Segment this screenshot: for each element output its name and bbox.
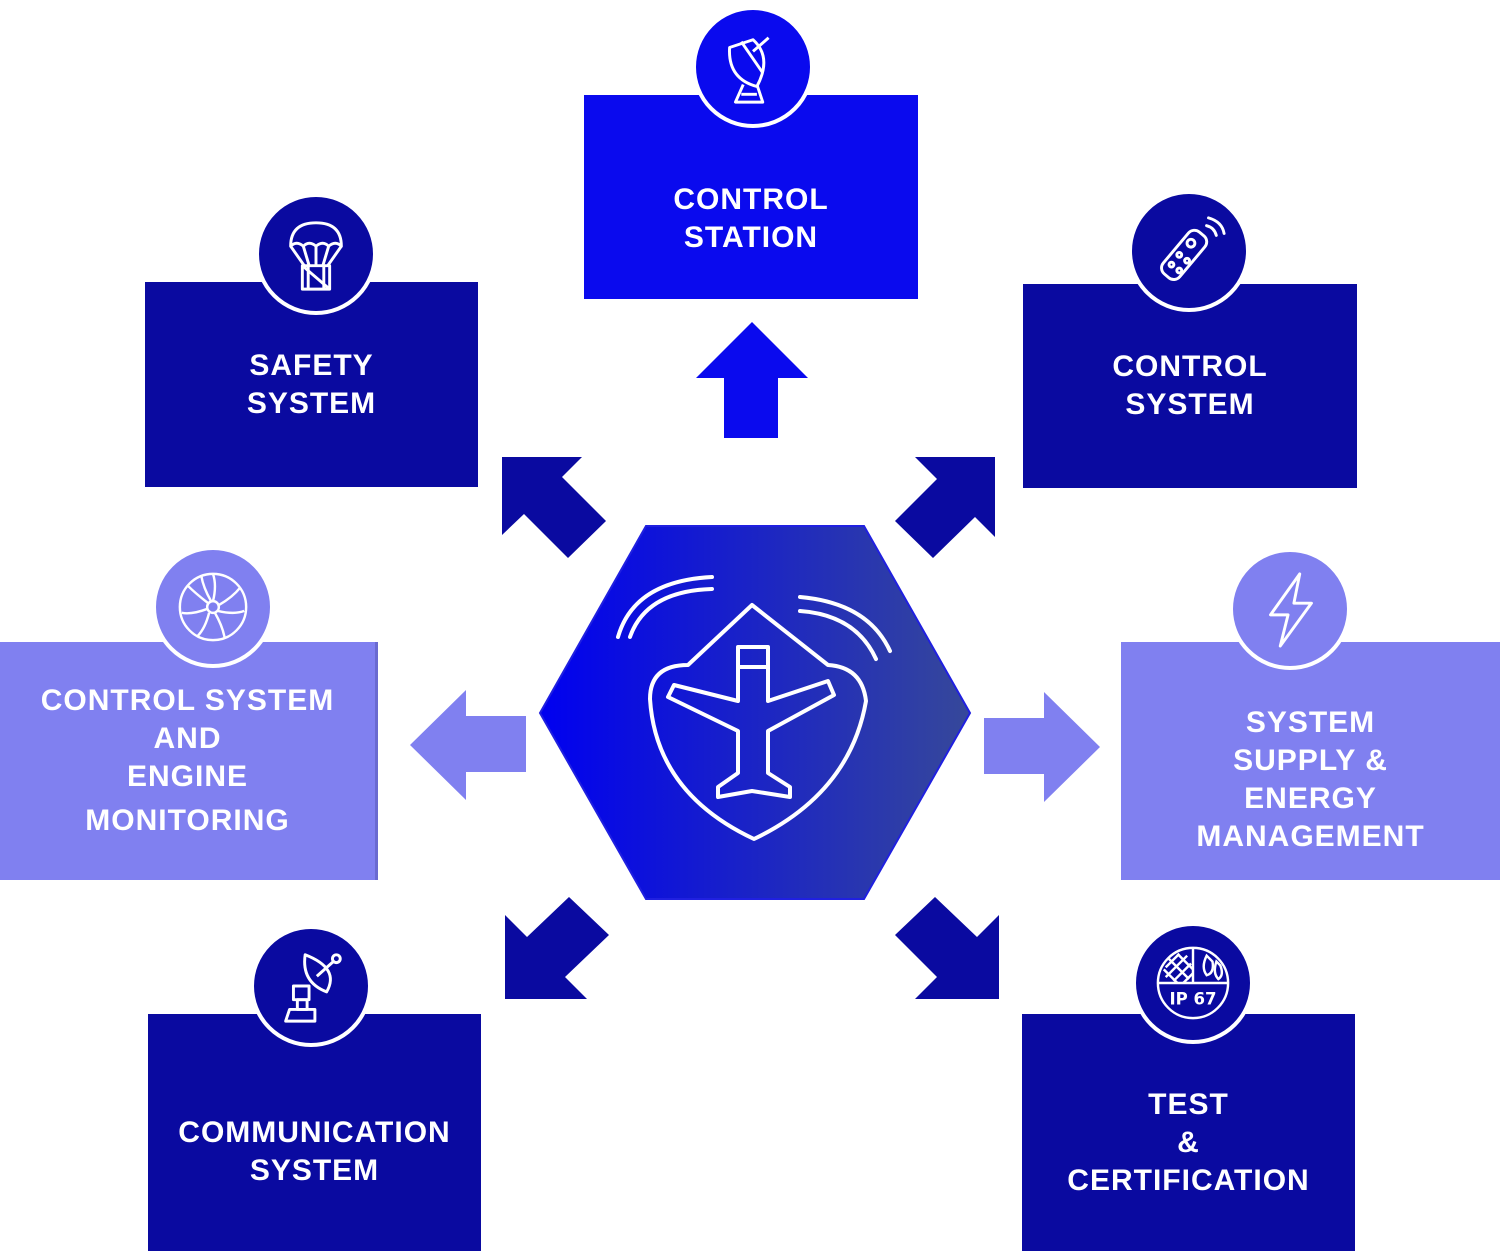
energy-management-line-1: SYSTEM — [1245, 706, 1376, 739]
hub-hexagon — [538, 525, 972, 900]
remote-control-icon — [1160, 216, 1226, 281]
lightning-bolt-icon — [1269, 572, 1313, 648]
energy-management-line-2: SUPPLY & — [1233, 744, 1388, 777]
safety-system-line-1: SAFETY — [249, 348, 374, 382]
arrow-up — [696, 322, 808, 438]
arrow-down-left — [505, 897, 609, 999]
energy-management-line-4: MANAGEMENT — [1196, 820, 1425, 853]
control-system-badge — [1128, 190, 1250, 312]
communication-system-line-2: SYSTEM — [249, 1153, 380, 1187]
test-certification-line-3: CERTIFICATION — [1067, 1163, 1310, 1197]
control-system-box: CONTROL SYSTEM — [1023, 284, 1357, 488]
test-certification-line-1: TEST — [1148, 1087, 1229, 1121]
engine-monitoring-line-1: CONTROL SYSTEM — [40, 684, 335, 717]
engine-monitoring-line-4: MONITORING — [85, 804, 290, 837]
safety-system-badge — [255, 193, 377, 315]
control-system-line-2: SYSTEM — [1125, 388, 1255, 421]
engine-monitoring-line-3: ENGINE — [126, 760, 249, 793]
control-station-box: CONTROL STATION — [584, 95, 918, 299]
arrow-up-left — [502, 457, 606, 558]
engine-monitoring-box: CONTROL SYSTEM AND ENGINE MONITORING — [0, 642, 378, 880]
control-station-line-2: STATION — [683, 221, 819, 254]
test-certification-badge: IP 67 — [1132, 922, 1254, 1044]
energy-management-box: SYSTEM SUPPLY & ENERGY MANAGEMENT — [1121, 642, 1500, 880]
test-certification-line-2: & — [1177, 1125, 1200, 1159]
engine-monitoring-line-2: AND — [153, 722, 222, 755]
control-station-line-1: CONTROL — [673, 183, 829, 216]
turbine-icon — [178, 572, 248, 642]
control-station-badge — [692, 6, 814, 128]
satellite-dish-icon — [728, 36, 770, 104]
svg-text:IP 67: IP 67 — [1169, 989, 1216, 1008]
arrow-left — [410, 690, 526, 800]
arrow-down-right — [895, 897, 999, 999]
test-certification-box: TEST & CERTIFICATION — [1022, 1014, 1355, 1251]
communication-system-badge — [250, 925, 372, 1047]
control-system-line-1: CONTROL — [1112, 350, 1268, 383]
parachute-crate-icon — [289, 221, 343, 291]
communication-system-box: COMMUNICATION SYSTEM — [148, 1014, 481, 1251]
communication-system-line-1: COMMUNICATION — [178, 1115, 451, 1149]
drone-shield-icon — [616, 575, 892, 841]
engine-monitoring-badge — [152, 546, 274, 668]
arrow-up-right — [895, 457, 995, 558]
energy-management-badge — [1229, 548, 1351, 670]
safety-system-line-2: SYSTEM — [246, 386, 377, 420]
safety-system-box: SAFETY SYSTEM — [145, 282, 478, 487]
antenna-tower-icon — [284, 953, 342, 1023]
energy-management-line-3: ENERGY — [1244, 782, 1377, 815]
arrow-right — [984, 692, 1100, 802]
ip67-icon: IP 67 — [1156, 946, 1230, 1020]
